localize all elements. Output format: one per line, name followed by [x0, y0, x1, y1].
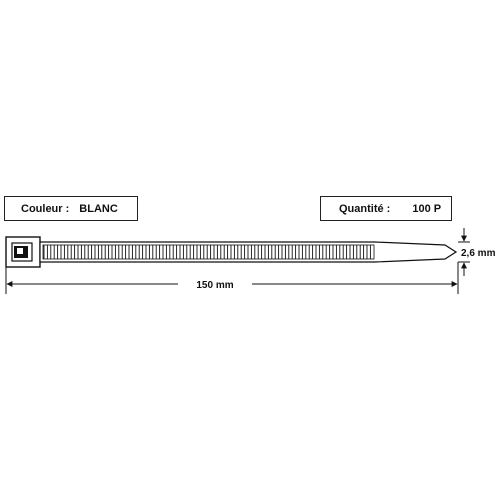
length-dimension: 150 mm [5, 262, 459, 294]
color-key-label: Couleur : [21, 202, 70, 215]
color-label-box: Couleur : BLANC [4, 196, 138, 221]
length-dimension-label: 150 mm [196, 280, 233, 291]
quantity-label-box: Quantité : 100 P [320, 196, 452, 221]
color-value-label: BLANC [79, 202, 118, 215]
tie-serrations [42, 244, 375, 260]
serration-border [42, 244, 375, 260]
width-dimension-label: 2,6 mm [461, 248, 496, 259]
quantity-value-label: 100 P [412, 202, 442, 215]
width-dimension: 2,6 mm [458, 228, 496, 276]
tie-head [5, 236, 41, 268]
quantity-key-label: Quantité : [339, 202, 391, 215]
